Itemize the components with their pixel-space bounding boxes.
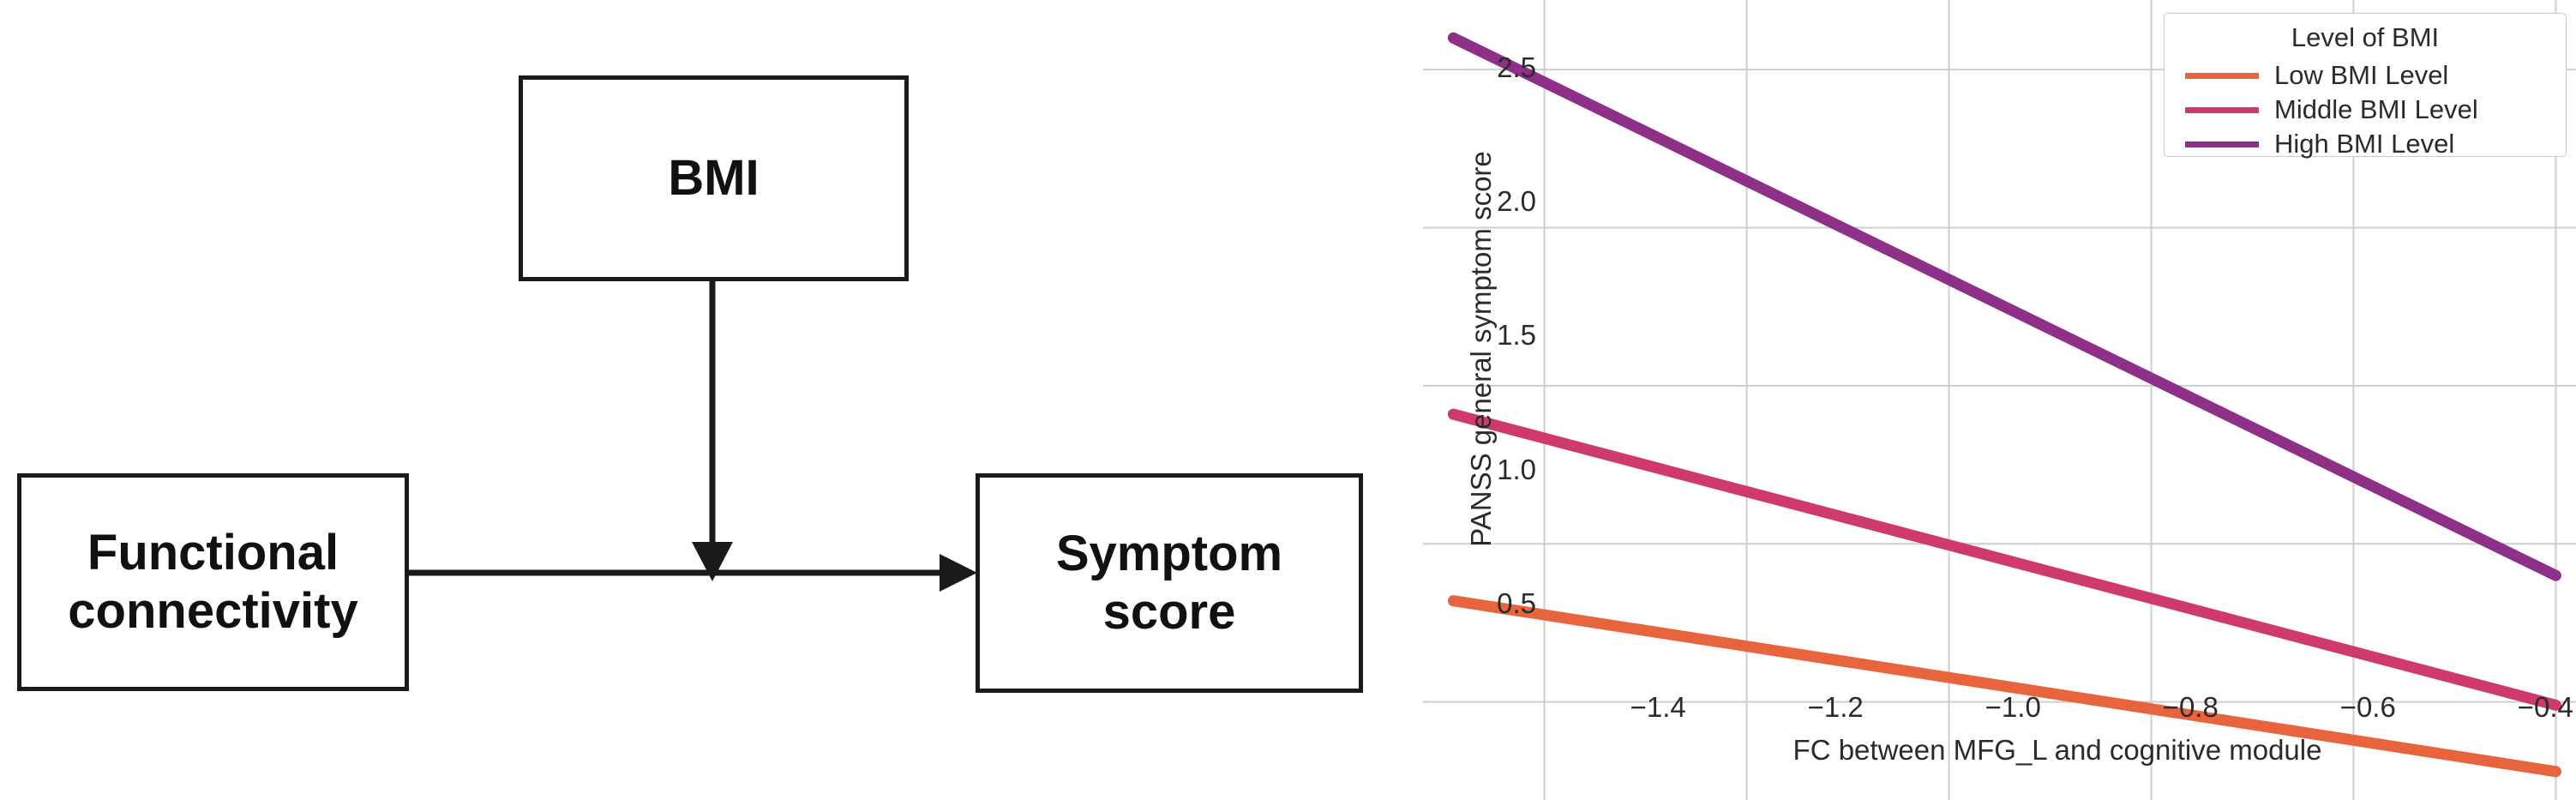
legend-label-low: Low BMI Level xyxy=(2274,60,2449,90)
legend-swatch-middle xyxy=(2185,106,2259,113)
y-axis-label: PANSS general symptom score xyxy=(1465,151,1497,547)
legend-swatch-high xyxy=(2185,141,2259,147)
x-tick-label: −1.0 xyxy=(1985,691,2041,723)
diagram-node-bmi: BMI xyxy=(519,75,909,281)
diagram-node-symptom-score: Symptom score xyxy=(976,473,1363,693)
fc-to-symptom-arrowhead xyxy=(940,554,977,592)
y-tick-label: 2.0 xyxy=(1497,185,1536,218)
series-line-middle xyxy=(1453,414,2555,705)
series-line-low xyxy=(1453,601,2555,772)
diagram-connectors xyxy=(409,281,977,592)
diagram-node-symptom-score-label: Symptom score xyxy=(1055,525,1283,640)
legend-label-middle: Middle BMI Level xyxy=(2274,94,2478,124)
legend-label-high: High BMI Level xyxy=(2274,129,2455,159)
legend-item-middle[interactable]: Middle BMI Level xyxy=(2177,93,2554,127)
series-lines xyxy=(1423,0,2576,800)
legend-title: Level of BMI xyxy=(2291,22,2440,52)
x-tick-label: −1.2 xyxy=(1807,691,1864,723)
series-line-high xyxy=(1453,38,2555,575)
legend-item-high[interactable]: High BMI Level xyxy=(2177,127,2554,161)
diagram-node-bmi-label: BMI xyxy=(668,149,760,206)
y-tick-label: 1.0 xyxy=(1497,453,1536,485)
y-tick-label: 2.5 xyxy=(1497,51,1536,83)
x-tick-label: −0.6 xyxy=(2339,691,2396,723)
grid-lines xyxy=(1423,0,2576,800)
x-tick-label: −0.8 xyxy=(2162,691,2219,723)
legend-swatch-low xyxy=(2185,72,2259,79)
diagram-node-functional-connectivity: Functional connectivity xyxy=(17,473,409,691)
legend-item-low[interactable]: Low BMI Level xyxy=(2177,58,2554,93)
y-tick-label: 0.5 xyxy=(1497,587,1536,620)
diagram-node-functional-connectivity-label: Functional connectivity xyxy=(68,524,358,639)
bmi-to-path-arrowhead xyxy=(692,542,733,581)
x-axis-label: FC between MFG_L and cognitive module xyxy=(1792,734,2322,766)
interaction-line-chart: 0.5 1.0 1.5 2.0 2.5 −1.4 −1.2 −1.0 −0.8 −0.6 −0.4… xyxy=(1423,0,2576,800)
moderation-path-diagram: BMI Functional connectivity Symptom scor… xyxy=(17,75,1363,693)
x-tick-label: −0.4 xyxy=(2517,691,2573,723)
x-tick-label: −1.4 xyxy=(1630,691,1686,723)
chart-legend: Level of BMI Low BMI Level Middle BMI Le… xyxy=(2164,13,2567,159)
y-tick-label: 1.5 xyxy=(1497,319,1536,352)
